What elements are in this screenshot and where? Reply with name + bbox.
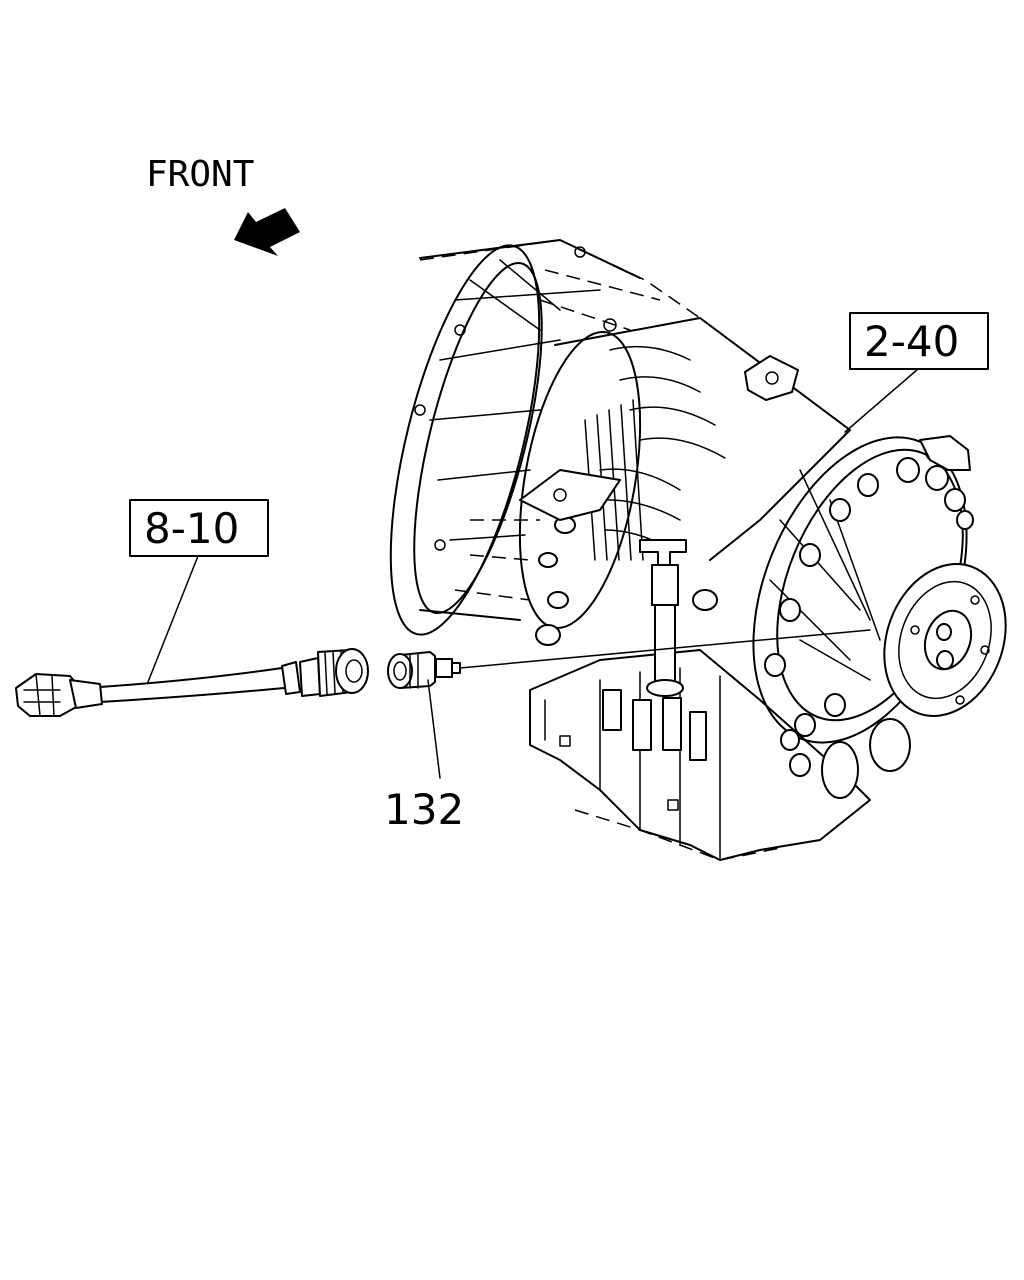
callout-box-transmission (849, 312, 989, 370)
callout-box-harness (129, 499, 269, 557)
callout-harness: 8-10 (129, 499, 269, 683)
transmission-ref-label: 2-40 (864, 317, 959, 366)
harness-ref-label: 8-10 (144, 504, 239, 553)
front-arrow-icon (234, 208, 300, 256)
wiring-harness (15, 648, 369, 717)
speed-sensor (387, 629, 871, 689)
sensor-part-label: 132 (384, 785, 464, 834)
callout-sensor: 132 (384, 679, 464, 834)
transmission-assembly (389, 239, 1007, 861)
front-label: FRONT (146, 154, 254, 195)
callout-transmission: 2-40 (844, 312, 989, 433)
